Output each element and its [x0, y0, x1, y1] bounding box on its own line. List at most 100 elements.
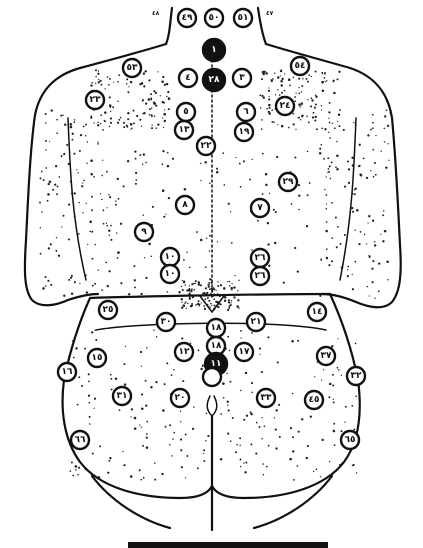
- stipple-dot: [272, 78, 274, 80]
- stipple-dot: [146, 446, 149, 449]
- stipple-dot: [117, 178, 119, 180]
- acupoint-marker: ٩: [135, 223, 153, 241]
- acupoint-label: ٦٥: [345, 435, 356, 445]
- stipple-dot: [333, 401, 335, 403]
- stipple-dot: [184, 284, 185, 285]
- stipple-dot: [298, 184, 300, 186]
- stipple-dot: [150, 386, 152, 388]
- stipple-dot: [167, 91, 169, 93]
- stipple-dot: [148, 243, 151, 246]
- stipple-dot: [75, 465, 78, 468]
- stipple-dot: [231, 283, 232, 284]
- stipple-dot: [50, 284, 52, 286]
- stipple-dot: [352, 211, 354, 213]
- stipple-dot: [236, 444, 238, 446]
- stipple-dot: [316, 468, 318, 470]
- stipple-dot: [274, 73, 275, 74]
- stipple-dot: [127, 160, 129, 162]
- stipple-dot: [167, 165, 169, 167]
- stipple-dot: [211, 305, 212, 306]
- acupoint-marker: ٢٩: [279, 173, 297, 191]
- stipple-dot: [61, 226, 62, 227]
- stipple-dot: [133, 110, 135, 112]
- stipple-dot: [347, 269, 348, 270]
- acupoint-marker: ٥٤: [291, 57, 309, 75]
- stipple-dot: [187, 303, 189, 305]
- stipple-dot: [261, 119, 263, 121]
- acupoint-marker: ٣: [233, 69, 251, 87]
- stipple-dot: [142, 214, 144, 216]
- stipple-dot: [271, 109, 273, 111]
- acupoint-marker: ٣٧: [317, 347, 335, 365]
- stipple-dot: [222, 152, 224, 154]
- stipple-dot: [40, 227, 41, 228]
- stipple-dot: [61, 155, 63, 157]
- stipple-dot: [262, 153, 264, 155]
- stipple-dot: [81, 385, 83, 387]
- stipple-dot: [133, 122, 135, 124]
- stipple-dot: [298, 195, 300, 197]
- stipple-dot: [268, 87, 269, 88]
- acupoint-marker: ٧: [251, 199, 269, 217]
- stipple-dot: [131, 128, 133, 130]
- stipple-dot: [112, 106, 114, 108]
- stipple-dot: [172, 438, 174, 440]
- stipple-dot: [108, 460, 110, 462]
- stipple-dot: [293, 123, 295, 125]
- stipple-dot: [375, 174, 377, 176]
- stipple-dot: [344, 234, 346, 236]
- stipple-dot: [366, 243, 367, 244]
- stipple-dot: [324, 72, 326, 74]
- stipple-dot: [321, 127, 323, 129]
- stipple-dot: [246, 415, 248, 417]
- stipple-dot: [83, 126, 85, 128]
- stipple-dot: [229, 281, 231, 283]
- stipple-dot: [135, 172, 137, 174]
- stipple-dot: [39, 177, 41, 179]
- stipple-dot: [315, 95, 317, 97]
- stipple-dot: [118, 119, 120, 121]
- stipple-dot: [146, 347, 147, 348]
- stipple-dot: [200, 284, 202, 286]
- acupoint-marker: ١٩: [235, 123, 253, 141]
- stipple-dot: [227, 433, 229, 435]
- acupoint-marker: ٥١: [234, 9, 252, 27]
- stipple-dot: [275, 428, 277, 430]
- stipple-dot: [45, 285, 47, 287]
- stipple-dot: [375, 135, 376, 136]
- stipple-dot: [141, 394, 143, 396]
- stipple-dot: [209, 183, 211, 185]
- stipple-dot: [40, 253, 42, 255]
- stipple-dot: [88, 381, 90, 383]
- stipple-dot: [164, 84, 166, 86]
- stipple-dot: [329, 461, 330, 462]
- stipple-dot: [181, 307, 183, 309]
- stipple-dot: [267, 222, 269, 224]
- stipple-dot: [288, 78, 291, 81]
- stipple-dot: [232, 417, 234, 419]
- stipple-dot: [301, 115, 303, 117]
- stipple-dot: [243, 419, 245, 421]
- stipple-dot: [167, 152, 169, 154]
- stipple-dot: [134, 417, 137, 420]
- stipple-dot: [148, 79, 150, 81]
- stipple-dot: [240, 459, 242, 461]
- stipple-dot: [198, 281, 200, 283]
- acupoint-marker: ٢٠: [171, 389, 189, 407]
- stipple-dot: [134, 150, 136, 152]
- stipple-dot: [106, 225, 108, 227]
- stipple-dot: [41, 211, 43, 213]
- stipple-dot: [319, 148, 321, 150]
- stipple-dot: [278, 404, 280, 406]
- stipple-dot: [185, 477, 186, 478]
- acupoint-label: ٢٢: [201, 141, 212, 151]
- stipple-dot: [382, 240, 384, 242]
- stipple-dot: [384, 230, 387, 233]
- acupoint-marker: ٥٣: [123, 59, 141, 77]
- stipple-dot: [184, 188, 187, 191]
- stipple-dot: [198, 300, 200, 302]
- acupoint-label: ٦٦: [75, 435, 86, 445]
- stipple-dot: [91, 82, 93, 84]
- stipple-dot: [68, 238, 70, 240]
- stipple-dot: [316, 128, 318, 130]
